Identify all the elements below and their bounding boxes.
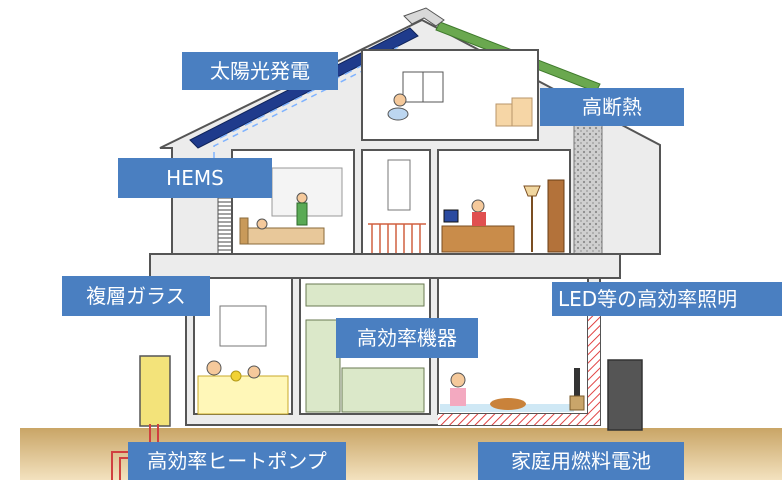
fuel-cell-unit bbox=[607, 359, 643, 431]
double-glazing-label: 複層ガラス bbox=[62, 276, 210, 316]
fuel-cell-label: 家庭用燃料電池 bbox=[478, 442, 684, 480]
heat-pump-tank bbox=[139, 355, 171, 427]
high-insulation-label: 高断熱 bbox=[540, 88, 684, 126]
hems-label: HEMS bbox=[118, 158, 272, 198]
led-lighting-label: LED等の高効率照明 bbox=[552, 282, 782, 316]
high-efficiency-equipment-label: 高効率機器 bbox=[336, 318, 478, 358]
heat-pump-label: 高効率ヒートポンプ bbox=[128, 442, 346, 480]
solar-power-label: 太陽光発電 bbox=[182, 52, 338, 90]
